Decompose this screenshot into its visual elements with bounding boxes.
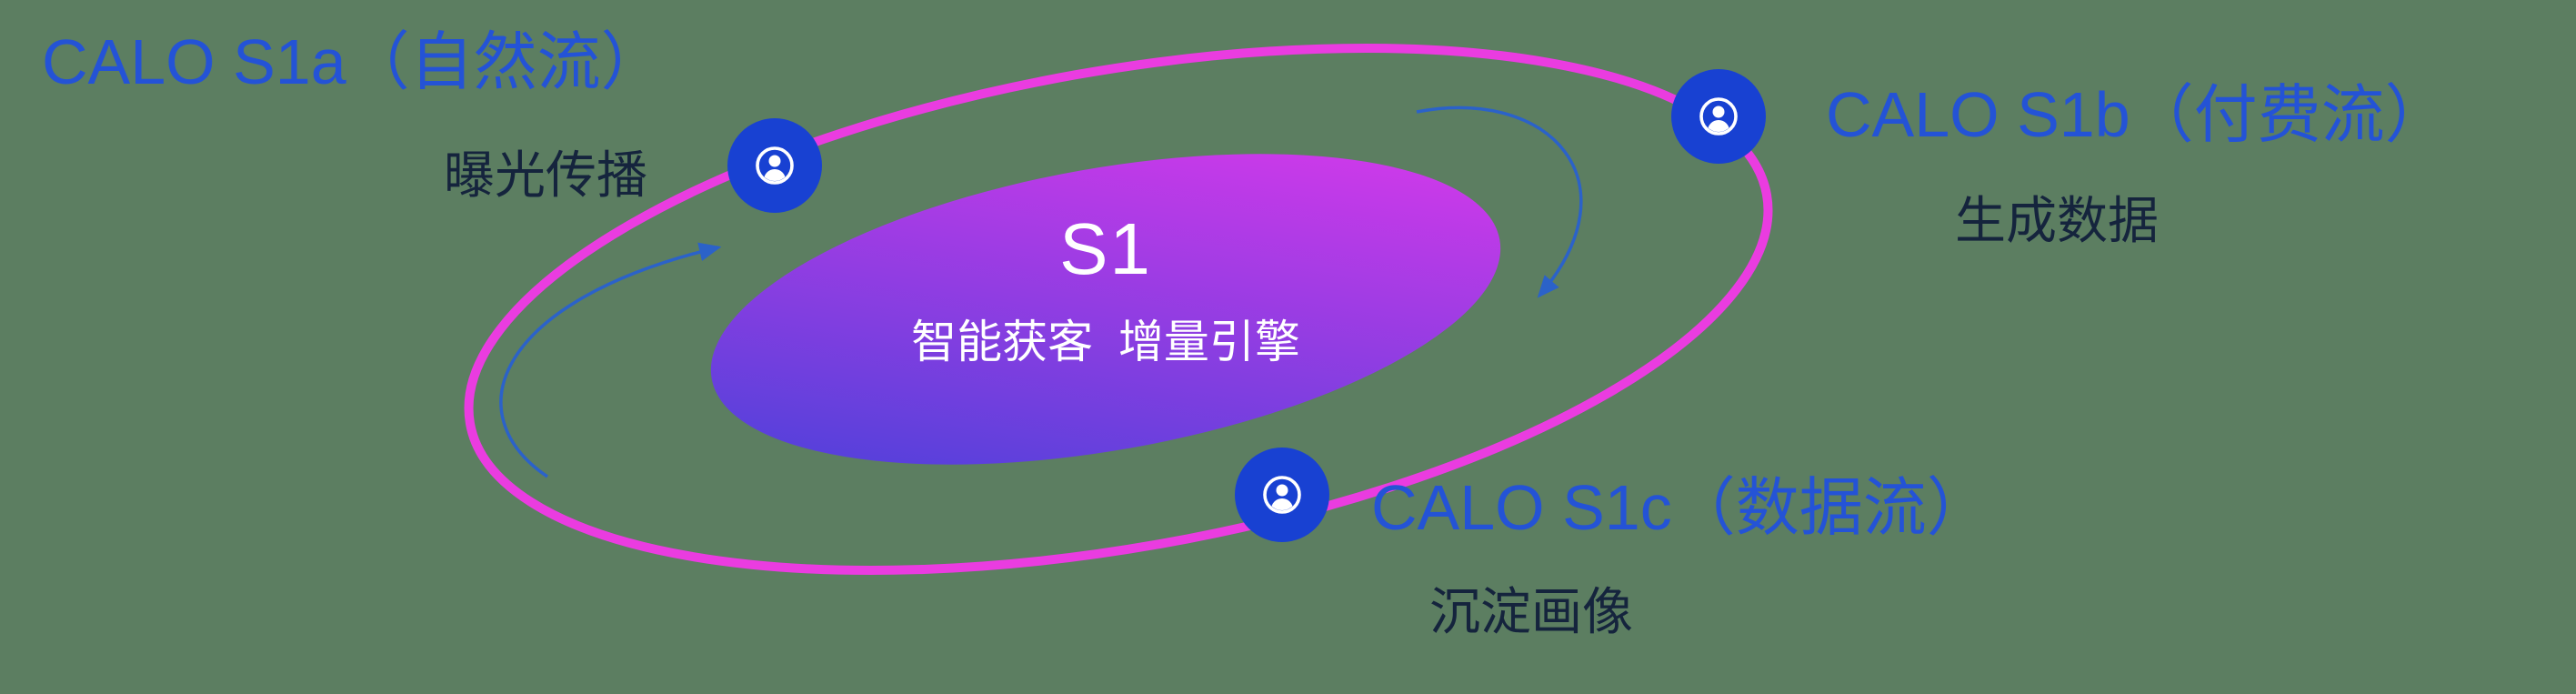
core-subtitle: 智能获客 增量引擎 xyxy=(911,317,1300,367)
label-s1a-subtitle: 曝光传播 xyxy=(444,146,647,204)
node-s1a xyxy=(727,118,822,213)
label-s1c-title: CALO S1c（数据流） xyxy=(1371,472,1990,543)
user-icon xyxy=(756,146,794,185)
user-icon xyxy=(1263,476,1301,514)
label-s1c-subtitle: 沉淀画像 xyxy=(1429,583,1633,640)
core-label: S1 智能获客 增量引擎 xyxy=(911,207,1300,371)
core-gradient-ellipse xyxy=(710,154,1501,465)
label-s1b-subtitle: 生成数据 xyxy=(1955,192,2159,249)
label-s1b-title: CALO S1b（付费流） xyxy=(1826,79,2449,150)
node-s1c xyxy=(1235,448,1329,542)
core-title: S1 xyxy=(1059,208,1152,289)
node-s1b xyxy=(1671,69,1766,164)
label-s1a-title: CALO S1a（自然流） xyxy=(42,26,665,97)
flow-arrow-right-icon xyxy=(1416,106,1583,298)
flow-arrow-left-icon xyxy=(499,242,722,478)
orbit-ring xyxy=(464,43,1773,576)
user-icon xyxy=(1699,97,1738,136)
